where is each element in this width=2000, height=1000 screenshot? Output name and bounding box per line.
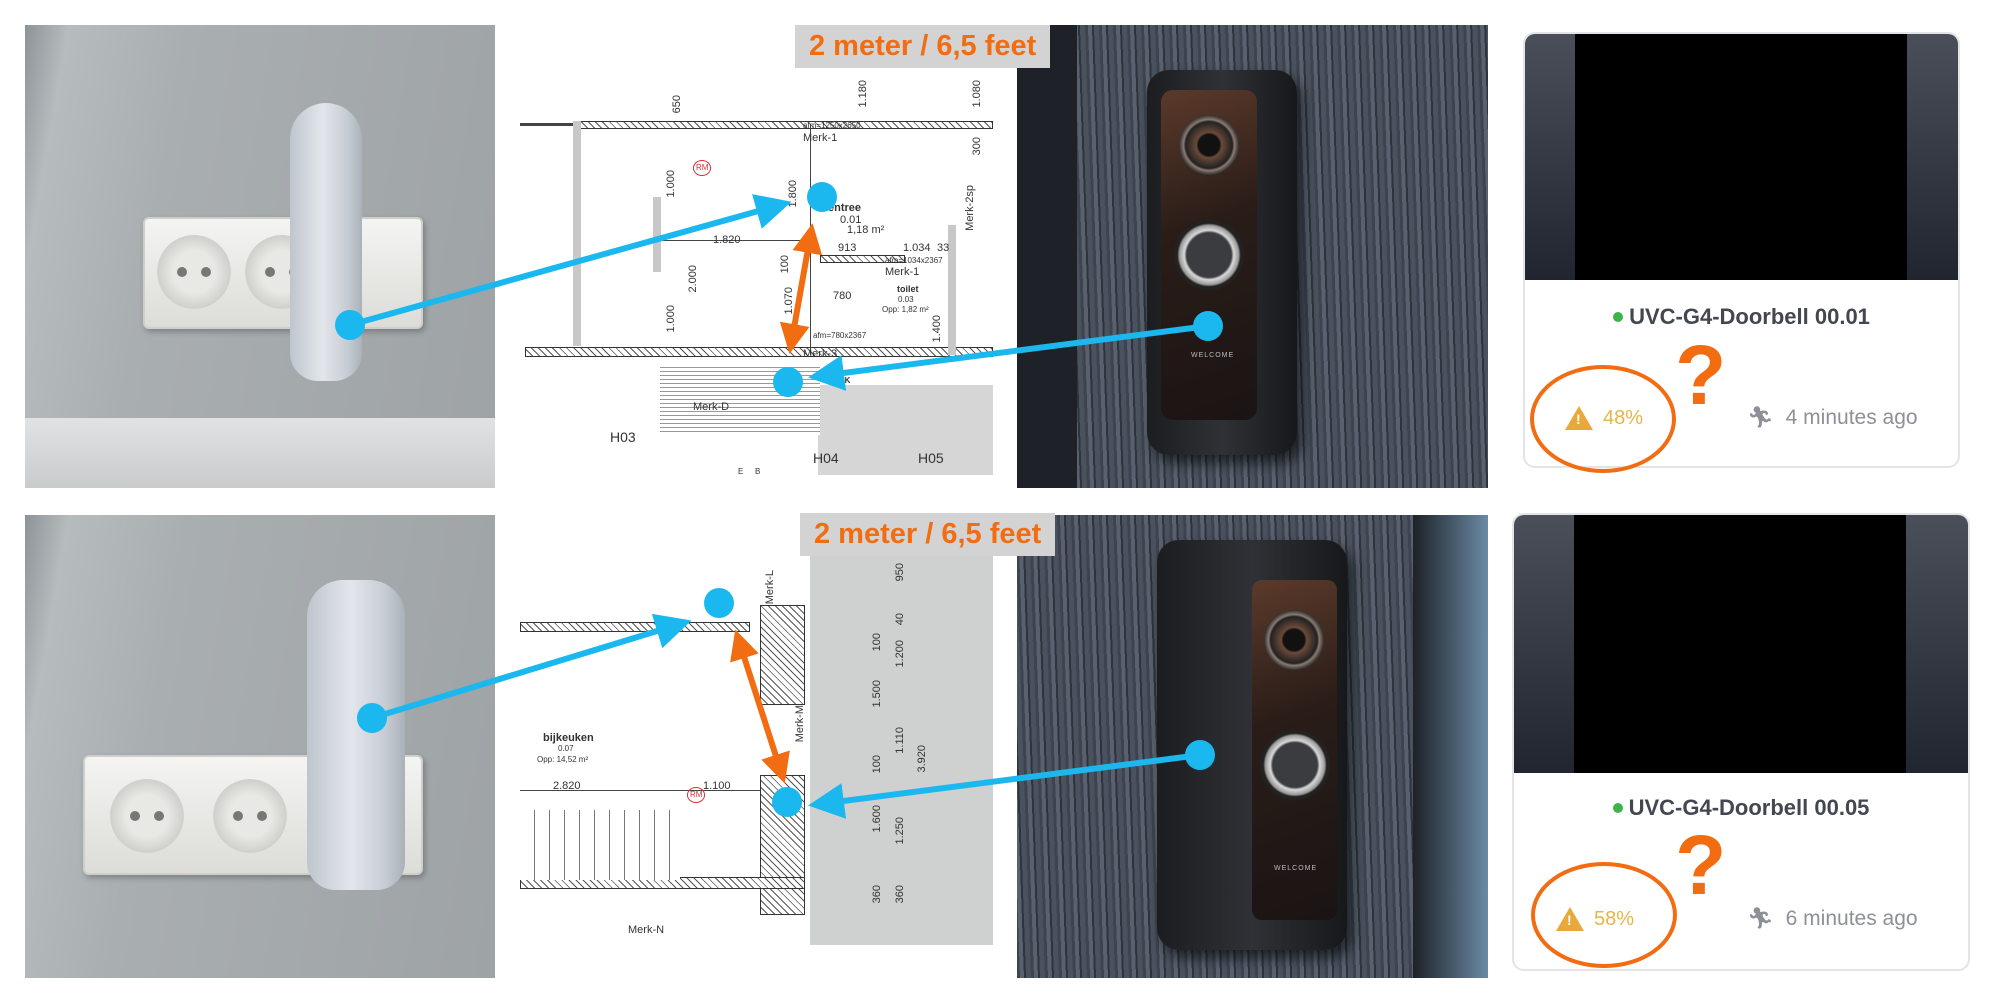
floorplan-label: Merk-1 (885, 266, 920, 278)
access-point-device (307, 580, 405, 890)
dimension: 1.600 (871, 805, 883, 833)
dimension: 780 (833, 290, 852, 302)
dimension: 1.250 (894, 817, 906, 845)
floorplan-label: Merk-2sp (964, 185, 976, 231)
dimension: 650 (671, 95, 683, 114)
dimension: 1.400 (931, 315, 943, 343)
floorplan-label: H04 (813, 450, 839, 466)
dimension: 1.080 (971, 80, 983, 108)
room-area: 1,18 m² (847, 224, 885, 236)
access-point-photo-top (25, 25, 495, 488)
dimension: 40 (894, 613, 906, 626)
dimension: 2.000 (687, 265, 699, 293)
camera-preview[interactable] (1514, 515, 1968, 773)
room-number: 0.01 (840, 214, 862, 226)
camera-preview[interactable] (1525, 34, 1958, 280)
dimension: 1.200 (894, 640, 906, 668)
floorplan-label: Merk-M (794, 705, 806, 743)
online-status-dot (1612, 803, 1623, 813)
doorbell-device: WELCOME (1157, 540, 1347, 950)
floorplan-label: H05 (918, 450, 944, 466)
question-mark: ? (1675, 328, 1727, 422)
dimension: 1.000 (665, 305, 677, 333)
dimension: 1.800 (787, 180, 799, 208)
camera-name: UVC-G4-Doorbell 00.05 (1514, 795, 1968, 821)
dimension: 1.034 (903, 242, 931, 254)
dimension: 1.100 (703, 780, 731, 792)
room-area: Opp: 14,52 m² (537, 755, 589, 764)
access-point-photo-bottom (25, 515, 495, 978)
section-marker: E (738, 467, 744, 476)
doorbell-photo-top: WELCOME (1017, 25, 1488, 488)
rm-symbol: RM (693, 160, 712, 176)
floorplan-label: Merk-1 (803, 132, 838, 144)
floorplan-label: H03 (610, 429, 636, 445)
dimension: 360 (871, 885, 883, 904)
dimension: 1.180 (857, 80, 869, 108)
welcome-display: WELCOME (1274, 865, 1318, 872)
last-motion: 🏃︎6 minutes ago (1747, 907, 1918, 930)
floorplan-label: afm=780x2367 (813, 331, 867, 340)
dimension: 100 (871, 755, 883, 774)
distance-label-top: 2 meter / 6,5 feet (795, 25, 1051, 68)
wall-outlet (143, 217, 423, 329)
room-name: entree (828, 202, 862, 214)
distance-label-bottom: 2 meter / 6,5 feet (800, 513, 1056, 556)
section-marker: B (755, 467, 761, 476)
floorplan-label: Merk-3 (803, 348, 838, 360)
doorbell-photo-bottom: WELCOME (1017, 515, 1488, 978)
dimension: 100 (779, 255, 791, 274)
dimension: 1.110 (894, 727, 906, 754)
floorplan-label: Merk-N (628, 924, 665, 936)
floorplan-top: afm=1250x2650 Merk-1 entree 0.01 1,18 m²… (520, 25, 993, 488)
motion-runner-icon: 🏃︎ (1747, 406, 1774, 429)
dimension: 300 (971, 137, 983, 156)
floorplan-label: Merk-D (693, 401, 730, 413)
floorplan-bottom: bijkeuken 0.07 Opp: 14,52 m² 2.820 1.100… (520, 515, 993, 978)
highlight-circle (1530, 365, 1676, 473)
online-status-dot (1613, 312, 1624, 322)
room-name: toilet (897, 284, 919, 294)
floorplan-label: afm=1250x2650 (803, 121, 861, 130)
dimension: 2.820 (553, 780, 581, 792)
floorplan-label: Merk-L (764, 570, 776, 605)
welcome-display: WELCOME (1191, 352, 1235, 359)
room-area: Opp: 1,82 m² (882, 305, 929, 314)
camera-name: UVC-G4-Doorbell 00.01 (1525, 304, 1958, 330)
dimension: 33 (937, 242, 950, 254)
doorbell-device: WELCOME (1147, 70, 1297, 455)
room-name: bijkeuken (543, 732, 594, 744)
access-point-device (290, 103, 362, 381)
floorplan-label: MK (838, 376, 851, 385)
dimension: 100 (871, 633, 883, 652)
room-number: 0.03 (898, 295, 914, 304)
room-number: 0.07 (558, 744, 574, 753)
last-motion: 🏃︎4 minutes ago (1747, 406, 1918, 429)
dimension: 1.000 (665, 170, 677, 198)
dimension: 950 (894, 563, 906, 582)
dimension: 913 (838, 242, 857, 254)
dimension: 1.070 (783, 287, 795, 315)
rm-symbol: RM (687, 787, 706, 803)
dimension: 1.820 (713, 234, 741, 246)
dimension: 3.920 (916, 745, 928, 773)
motion-runner-icon: 🏃︎ (1747, 907, 1774, 930)
highlight-circle (1531, 862, 1677, 968)
question-mark: ? (1675, 818, 1727, 912)
floorplan-label: afm=1034x2367 (885, 256, 943, 265)
dimension: 360 (894, 885, 906, 904)
dimension: 1.500 (871, 680, 883, 708)
